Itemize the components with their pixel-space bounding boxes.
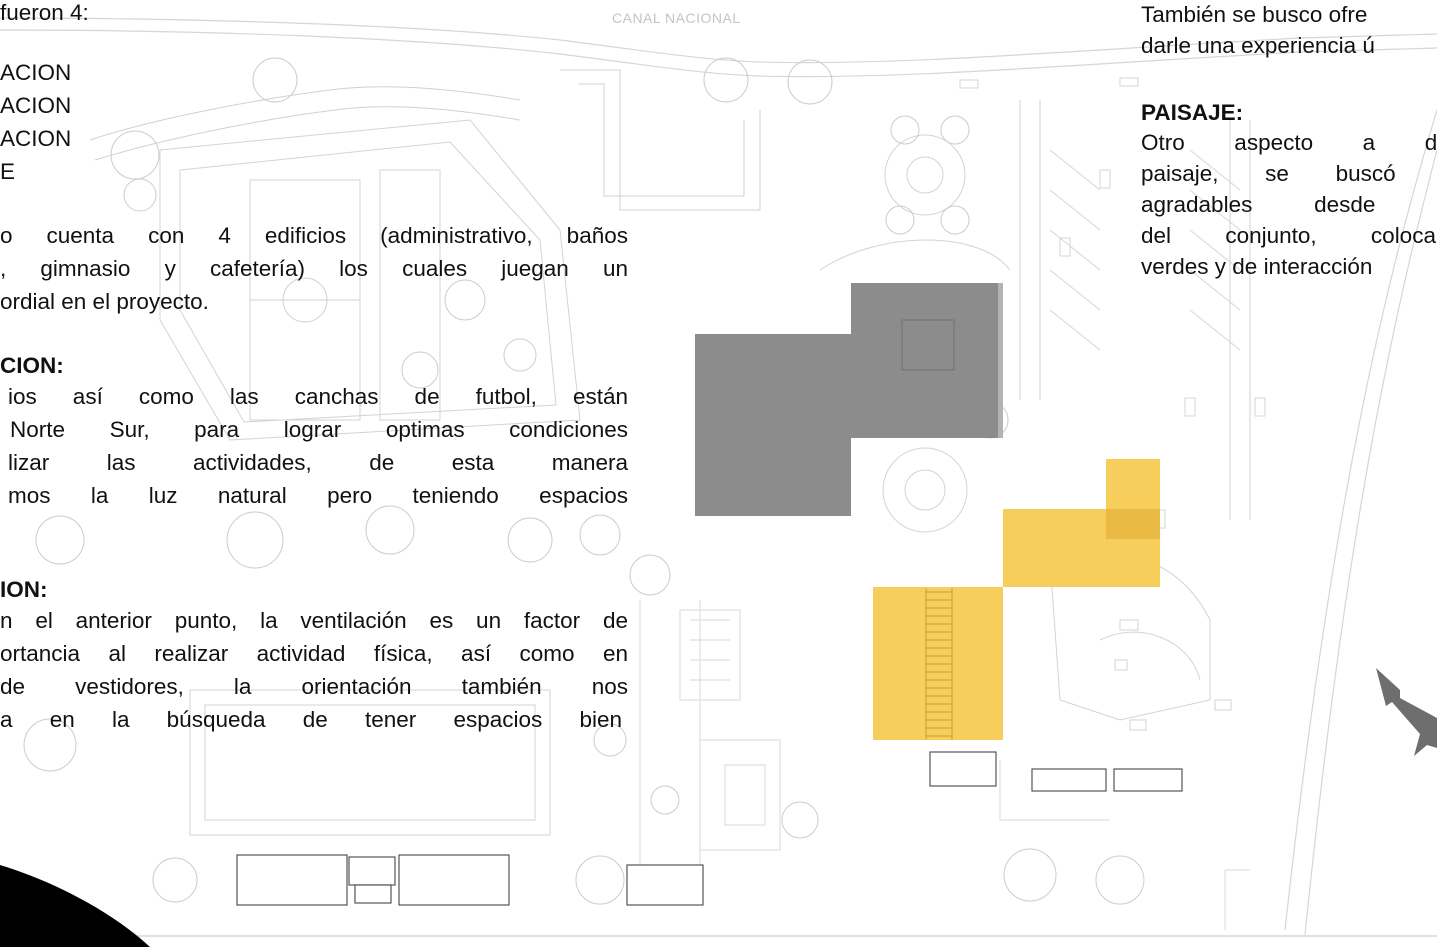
category-item: E <box>0 159 16 184</box>
paragraph-line: verdes y de interacción <box>1141 254 1373 279</box>
right-intro: También se busco ofre darle una experien… <box>1141 0 1375 60</box>
plaza <box>819 134 1232 731</box>
paragraph-line: ortancia al realizar actividad física, a… <box>0 641 628 666</box>
sports-court <box>159 119 581 836</box>
building-gray-left <box>695 334 851 516</box>
category-list: ACION ACION ACION E <box>0 56 71 188</box>
category-item: ACION <box>0 126 72 151</box>
landscape-heading: PAISAJE: <box>1141 100 1244 125</box>
building-gray-edge <box>998 283 1003 438</box>
canal-boundary <box>0 17 1437 937</box>
walkways <box>639 600 1250 930</box>
paragraph-line: , gimnasio y cafetería) los cuales juega… <box>0 256 628 281</box>
ventilation-paragraph: n el anterior punto, la ventilación es u… <box>0 604 628 736</box>
buildings-paragraph: o cuenta con 4 edificios (administrativo… <box>0 219 628 318</box>
paragraph-line: ordial en el proyecto. <box>0 289 209 314</box>
building-yellow-overlap <box>1106 509 1160 539</box>
map-label: CANAL NACIONAL <box>612 10 741 26</box>
paragraph-line: ios así como las canchas de futbol, está… <box>8 384 628 409</box>
paragraph-line: a en la búsqueda de tener espacios bien <box>0 707 622 732</box>
paragraph-line: agradables desde va <box>1141 192 1437 217</box>
category-item: ACION <box>0 60 72 85</box>
paragraph-line: mos la luz natural pero teniendo espacio… <box>8 483 628 508</box>
paragraph-line: Otro aspecto a des <box>1141 130 1437 155</box>
intro-line: fueron 4: <box>0 0 89 25</box>
paragraph-line: n el anterior punto, la ventilación es u… <box>0 608 628 633</box>
paragraph-line: del conjunto, colocand <box>1141 223 1437 248</box>
paragraph-line: o cuenta con 4 edificios (administrativo… <box>0 223 628 248</box>
tree-rows <box>89 69 1251 520</box>
orientation-heading: CION: <box>0 353 64 378</box>
paragraph-line: También se busco ofre <box>1141 2 1368 27</box>
category-item: ACION <box>0 93 72 118</box>
ventilation-heading: ION: <box>0 577 48 602</box>
paragraph-line: lizar las actividades, de esta manera <box>8 450 628 475</box>
building-gray-right <box>851 283 1003 438</box>
paragraph-line: paisaje, se buscó of <box>1141 161 1437 186</box>
building-gray-inner-square <box>901 319 955 371</box>
landscape-paragraph: Otro aspecto a des paisaje, se buscó of … <box>1141 126 1437 281</box>
paragraph-line: darle una experiencia ú <box>1141 33 1375 58</box>
orientation-paragraph: ios así como las canchas de futbol, está… <box>0 380 628 512</box>
paragraph-line: de vestidores, la orientación también no… <box>0 674 628 699</box>
service-blocks <box>236 751 1183 906</box>
paragraph-line: Norte Sur, para lograr optimas condicion… <box>10 417 628 442</box>
parking-stalls <box>959 77 1266 529</box>
stair-hatch <box>925 588 953 740</box>
north-arrow-icon <box>1376 668 1437 756</box>
corner-decoration <box>0 865 150 947</box>
